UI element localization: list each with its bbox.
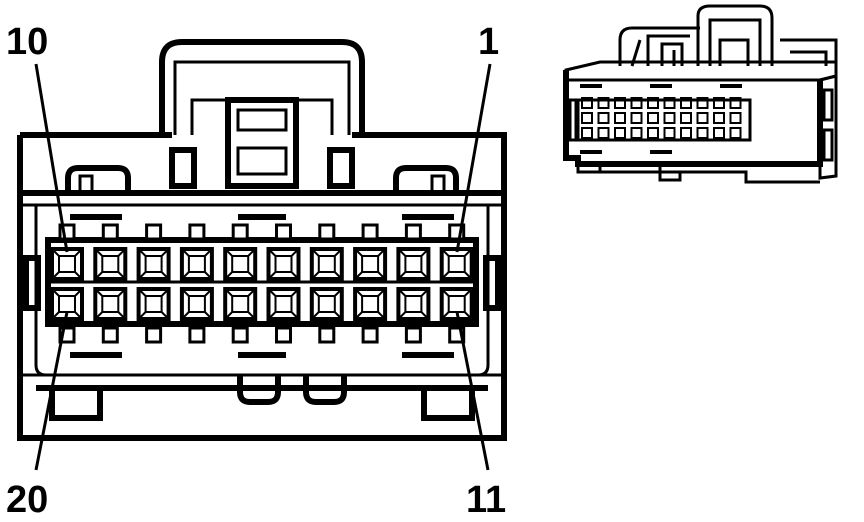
terminal-cavities: [50, 247, 474, 321]
terminal-cavity: [309, 287, 344, 321]
iso-cavity: [696, 112, 709, 124]
test-window: [231, 223, 249, 241]
test-window: [404, 223, 422, 241]
terminal-cavity: [353, 287, 388, 321]
iso-cavity: [630, 112, 643, 124]
terminal-cavity: [223, 247, 258, 281]
pin-label-bottom-left: 20: [6, 479, 48, 521]
test-window: [275, 223, 292, 241]
connector-isometric-view: [563, 4, 838, 184]
terminal-cavity: [179, 247, 214, 281]
leader-line-bottom-left: [34, 311, 69, 471]
iso-cavity: [614, 97, 626, 109]
test-window: [188, 223, 206, 241]
terminal-cavity: [93, 247, 128, 281]
terminal-cavity: [353, 247, 388, 281]
test-window: [318, 223, 336, 241]
leader-line-top-left: [34, 63, 69, 253]
test-window: [101, 223, 119, 241]
iso-cavity: [696, 97, 709, 109]
iso-cavity: [647, 112, 659, 124]
test-window: [361, 326, 379, 344]
test-window: [404, 326, 422, 344]
iso-cavity: [647, 97, 659, 109]
terminal-cavity: [396, 247, 431, 281]
iso-cavity: [581, 112, 593, 124]
housing-outline: [17, 132, 507, 441]
iso-cavity: [663, 97, 676, 109]
terminal-cavity: [266, 287, 301, 321]
terminal-cavity: [136, 287, 171, 321]
iso-cavity: [696, 127, 709, 139]
test-window: [145, 326, 163, 344]
keying-bars: [70, 214, 454, 358]
iso-cavity: [630, 97, 643, 109]
test-windows-bottom: [58, 326, 466, 344]
iso-cavity: [680, 127, 692, 139]
iso-cavity: [680, 97, 692, 109]
iso-cavity: [729, 112, 742, 124]
terminal-cavity: [50, 247, 84, 281]
iso-cavity: [614, 112, 626, 124]
terminal-cavity: [223, 287, 258, 321]
leader-line-top-right: [455, 63, 492, 253]
iso-cavity: [597, 127, 610, 139]
terminal-cavity: [396, 287, 431, 321]
iso-cavity: [729, 97, 742, 109]
test-window: [101, 326, 119, 344]
terminal-cavity: [179, 287, 214, 321]
iso-cavity: [581, 97, 593, 109]
locking-tab: [159, 39, 365, 189]
iso-cavity: [581, 127, 593, 139]
terminal-cavity: [136, 247, 171, 281]
leader-line-bottom-right: [455, 311, 490, 471]
test-window: [318, 326, 336, 344]
iso-cavity: [663, 127, 676, 139]
iso-cavity: [713, 127, 725, 139]
iso-cavity: [614, 127, 626, 139]
pin-label-bottom-right: 11: [466, 479, 506, 521]
test-windows-top: [58, 223, 466, 241]
terminal-cavity: [439, 247, 474, 281]
iso-cavity: [663, 112, 676, 124]
iso-cavity: [713, 112, 725, 124]
terminal-cavity: [93, 287, 128, 321]
test-window: [231, 326, 249, 344]
terminal-cavity: [266, 247, 301, 281]
iso-cavity: [680, 112, 692, 124]
test-window: [188, 326, 206, 344]
pin-label-top-right: 1: [478, 21, 499, 63]
iso-cavity: [597, 97, 610, 109]
iso-cavity: [647, 127, 659, 139]
connector-face-view: 10 1 20 11: [6, 21, 507, 521]
terminal-cavity: [309, 247, 344, 281]
test-window: [361, 223, 379, 241]
iso-cavity: [630, 127, 643, 139]
leader-lines: [34, 63, 492, 471]
iso-cavity: [597, 112, 610, 124]
pin-label-top-left: 10: [6, 21, 48, 63]
iso-cavity: [713, 97, 725, 109]
iso-cavity: [729, 127, 742, 139]
test-window: [275, 326, 292, 344]
test-window: [145, 223, 163, 241]
